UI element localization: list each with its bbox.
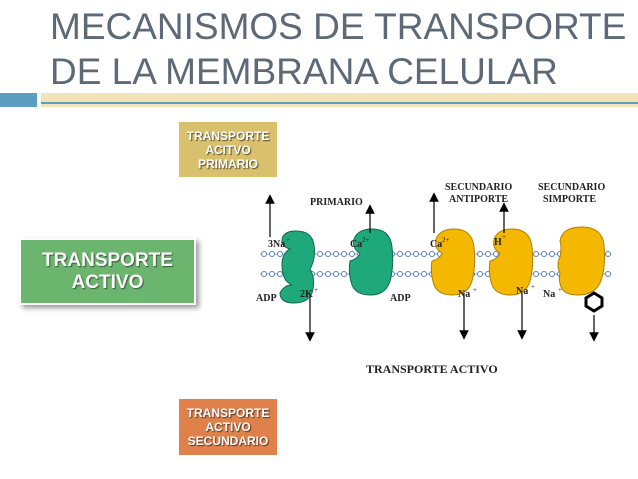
glucose-molecule-icon bbox=[584, 291, 604, 313]
svg-text:+: + bbox=[473, 286, 477, 294]
phospholipid-head bbox=[333, 251, 339, 257]
phospholipid-head bbox=[493, 251, 499, 257]
phospholipid-head bbox=[429, 251, 435, 257]
proton-antiporter bbox=[488, 228, 534, 296]
phospholipid-head bbox=[405, 251, 411, 257]
phospholipid-head bbox=[477, 271, 483, 277]
ion-3na: 3Na bbox=[268, 239, 285, 250]
charge-marks: + 2+ 2+ + + + + + bbox=[286, 233, 562, 294]
diagram-caption: TRANSPORTE ACTIVO bbox=[366, 362, 498, 376]
svg-text:2+: 2+ bbox=[442, 236, 450, 244]
phospholipid-head bbox=[341, 251, 347, 257]
phospholipid-head bbox=[549, 251, 555, 257]
label-secundario-simporte-2: SIMPORTE bbox=[543, 194, 596, 205]
active-transport-label: TRANSPORTE ACTIVO bbox=[42, 249, 173, 293]
ion-h: H bbox=[494, 237, 502, 248]
label-secundario-antiporte-1: SECUNDARIO bbox=[445, 182, 512, 193]
phospholipid-head bbox=[333, 271, 339, 277]
phospholipid-head bbox=[533, 251, 539, 257]
phospholipid-head bbox=[349, 251, 355, 257]
phospholipid-head bbox=[397, 271, 403, 277]
label-secundario-simporte-1: SECUNDARIO bbox=[538, 182, 605, 193]
ion-ca-primary: Ca bbox=[350, 239, 362, 250]
phospholipid-head bbox=[269, 271, 275, 277]
transport-arrows bbox=[265, 192, 599, 342]
primary-transport-label: TRANSPORTE ACITVO PRIMARIO bbox=[186, 128, 270, 171]
slide-title: MECANISMOS DE TRANSPORTE DE LA MEMBRANA … bbox=[50, 4, 630, 94]
phospholipid-head bbox=[421, 251, 427, 257]
phospholipid-head bbox=[541, 271, 547, 277]
active-transport-box: TRANSPORTE ACTIVO bbox=[19, 238, 196, 305]
ion-ca-antiporter: Ca bbox=[430, 239, 442, 250]
phospholipid-head bbox=[413, 271, 419, 277]
phospholipid-head bbox=[477, 251, 483, 257]
svg-text:+: + bbox=[286, 236, 290, 244]
ion-na-antiporter: Na bbox=[458, 289, 470, 300]
svg-text:+: + bbox=[558, 286, 562, 294]
phospholipid-head bbox=[325, 271, 331, 277]
secondary-transport-box: TRANSPORTE ACTIVO SECUNDARIO bbox=[179, 399, 277, 455]
phospholipid-head bbox=[317, 251, 323, 257]
ion-na-proton: Na bbox=[516, 286, 528, 297]
phospholipid-head bbox=[325, 251, 331, 257]
phospholipid-head bbox=[261, 271, 267, 277]
phospholipid-head bbox=[413, 251, 419, 257]
phospholipid-head bbox=[405, 271, 411, 277]
ion-na-symporter: Na bbox=[543, 289, 555, 300]
membrane-transport-diagram: PRIMARIO SECUNDARIO ANTIPORTE SECUNDARIO… bbox=[256, 182, 611, 376]
accent-bar-left bbox=[0, 93, 37, 107]
accent-bar-right bbox=[41, 93, 638, 107]
label-secundario-antiporte-2: ANTIPORTE bbox=[449, 194, 508, 205]
phospholipid-head bbox=[549, 271, 555, 277]
phospholipid-head bbox=[341, 271, 347, 277]
phospholipid-head bbox=[317, 271, 323, 277]
primary-transport-box: TRANSPORTE ACITVO PRIMARIO bbox=[179, 122, 277, 177]
svg-text:+: + bbox=[502, 233, 506, 241]
phospholipid-head bbox=[485, 251, 491, 257]
phospholipid-head bbox=[605, 271, 611, 277]
secondary-transport-label: TRANSPORTE ACTIVO SECUNDARIO bbox=[186, 406, 270, 448]
phospholipid-head bbox=[397, 251, 403, 257]
adp-label-2: ADP bbox=[390, 293, 411, 304]
ion-2k: 2K bbox=[300, 289, 313, 300]
phospholipid-head bbox=[277, 251, 283, 257]
title-line-2: DE LA MEMBRANA CELULAR bbox=[50, 51, 558, 92]
calcium-pump bbox=[348, 228, 394, 296]
svg-text:+: + bbox=[314, 286, 318, 294]
phospholipid-head bbox=[261, 251, 267, 257]
phospholipid-head bbox=[277, 271, 283, 277]
phospholipid-head bbox=[421, 271, 427, 277]
adp-label-1: ADP bbox=[256, 293, 277, 304]
label-primario: PRIMARIO bbox=[310, 197, 363, 208]
svg-text:2+: 2+ bbox=[362, 236, 370, 244]
phospholipid-head bbox=[269, 251, 275, 257]
calcium-antiporter bbox=[430, 228, 476, 296]
phospholipid-head bbox=[541, 251, 547, 257]
svg-text:+: + bbox=[531, 283, 535, 291]
phospholipid-head bbox=[605, 251, 611, 257]
phospholipid-head bbox=[533, 271, 539, 277]
sodium-potassium-pump bbox=[279, 230, 315, 304]
sodium-symporter bbox=[557, 226, 605, 296]
accent-line bbox=[41, 102, 638, 104]
title-line-1: MECANISMOS DE TRANSPORTE bbox=[50, 6, 627, 47]
